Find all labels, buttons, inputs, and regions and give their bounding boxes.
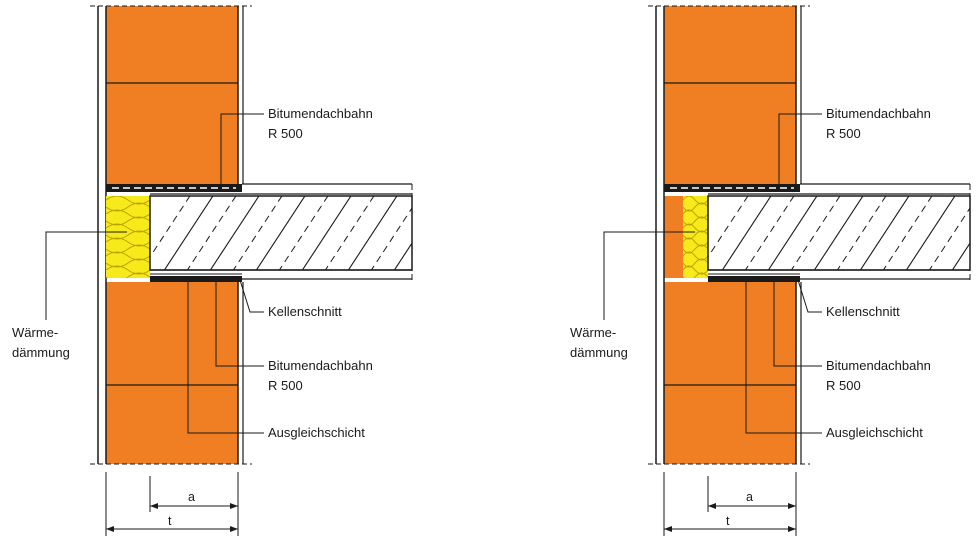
label-kellenschnitt: Kellenschnitt [826, 304, 900, 319]
label-bitumen-top: Bitumendachbahn [268, 106, 373, 121]
insulation-hatch [683, 196, 708, 278]
label-bitumen-bottom-grade: R 500 [268, 378, 303, 393]
label-bitumen-bottom: Bitumendachbahn [268, 358, 373, 373]
leader-bitumen-top [778, 113, 822, 184]
dim-label-a: a [746, 490, 753, 504]
label-bitumen-bottom-grade: R 500 [826, 378, 861, 393]
brick-upper-left [106, 6, 238, 184]
dim-label-a: a [188, 490, 195, 504]
label-bitumen-top-grade: R 500 [826, 126, 861, 141]
bitumen-layer-bottom-left [150, 276, 242, 282]
leader-ausgleichschicht [745, 276, 822, 434]
label-insulation-1: Wärme- [570, 325, 616, 340]
detail-right: Bitumendachbahn R 500 Wärme- dämmung Kel… [570, 5, 971, 536]
leader-kellenschnitt [239, 279, 264, 313]
slab-hatch-right [708, 196, 970, 270]
insulation-left [106, 196, 150, 278]
label-kellenschnitt: Kellenschnitt [268, 304, 342, 319]
insulation-hatch [106, 196, 150, 278]
label-insulation-1: Wärme- [12, 325, 58, 340]
label-bitumen-bottom: Bitumendachbahn [826, 358, 931, 373]
brick-upper-right [664, 6, 796, 184]
insulation-right [683, 196, 708, 278]
dim-label-t: t [168, 514, 172, 528]
brick-lower-left [106, 282, 238, 464]
leader-insulation [603, 231, 695, 320]
leader-bitumen-bottom [773, 282, 822, 367]
label-bitumen-top-grade: R 500 [268, 126, 303, 141]
label-bitumen-top: Bitumendachbahn [826, 106, 931, 121]
bitumen-layer-bottom-right [708, 276, 800, 282]
dim-label-t: t [726, 514, 730, 528]
leader-bitumen-bottom [215, 282, 264, 367]
label-ausgleichschicht: Ausgleichschicht [268, 425, 365, 440]
leader-kellenschnitt [797, 279, 822, 313]
leader-insulation [45, 231, 127, 320]
leader-bitumen-top [220, 113, 264, 184]
slab-hatch-left [150, 196, 412, 270]
brick-lower-right [664, 282, 796, 464]
label-ausgleichschicht: Ausgleichschicht [826, 425, 923, 440]
detail-left: Bitumendachbahn R 500 Wärme- dämmung Kel… [12, 5, 413, 536]
label-insulation-2: dämmung [570, 345, 628, 360]
leader-ausgleichschicht [187, 276, 264, 434]
label-insulation-2: dämmung [12, 345, 70, 360]
brick-shell-right [664, 196, 683, 278]
